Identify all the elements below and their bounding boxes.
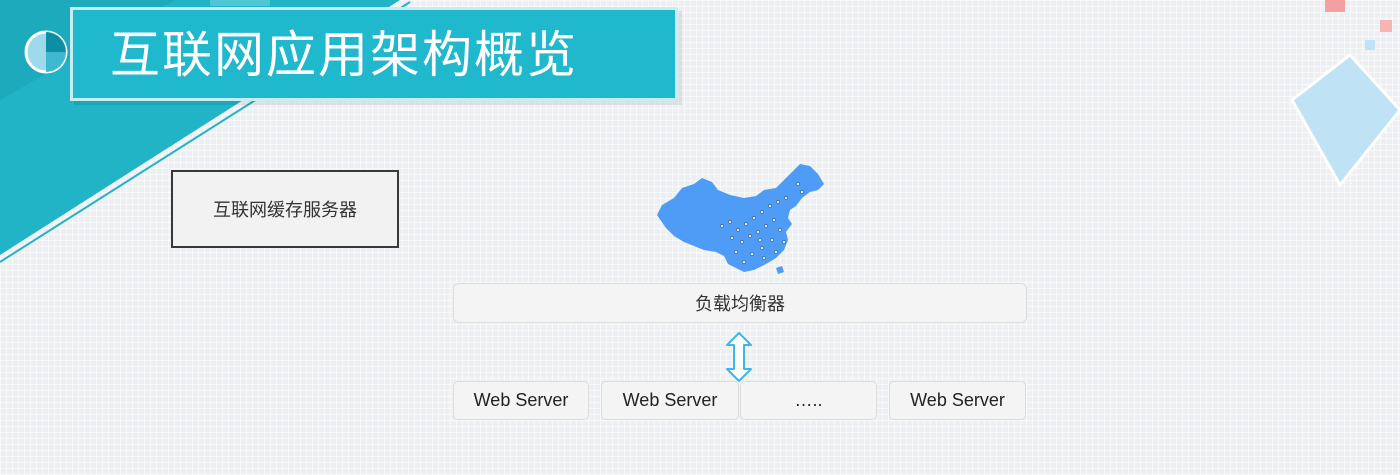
- load-balancer-box: 负载均衡器: [453, 283, 1027, 323]
- web-server-label: Web Server: [910, 390, 1005, 410]
- corner-tiles-decoration: [1290, 0, 1400, 188]
- slide-title: 互联网应用架构概览: [110, 26, 578, 84]
- load-balancer-label: 负载均衡器: [695, 294, 785, 315]
- pie-chart-icon: [24, 30, 68, 74]
- ellipsis-label: …..: [794, 390, 823, 410]
- web-server-box-3: Web Server: [889, 381, 1026, 420]
- web-server-label: Web Server: [473, 390, 569, 410]
- china-map-icon: [657, 164, 824, 274]
- double-arrow-icon: [726, 332, 752, 382]
- web-server-box-1: Web Server: [453, 381, 589, 420]
- title-banner: [70, 7, 678, 101]
- web-server-ellipsis-box: …..: [740, 381, 877, 420]
- cache-server-box: 互联网缓存服务器: [171, 170, 399, 248]
- cache-server-label: 互联网缓存服务器: [213, 200, 357, 221]
- web-server-label: Web Server: [622, 390, 718, 410]
- web-server-box-2: Web Server: [601, 381, 739, 420]
